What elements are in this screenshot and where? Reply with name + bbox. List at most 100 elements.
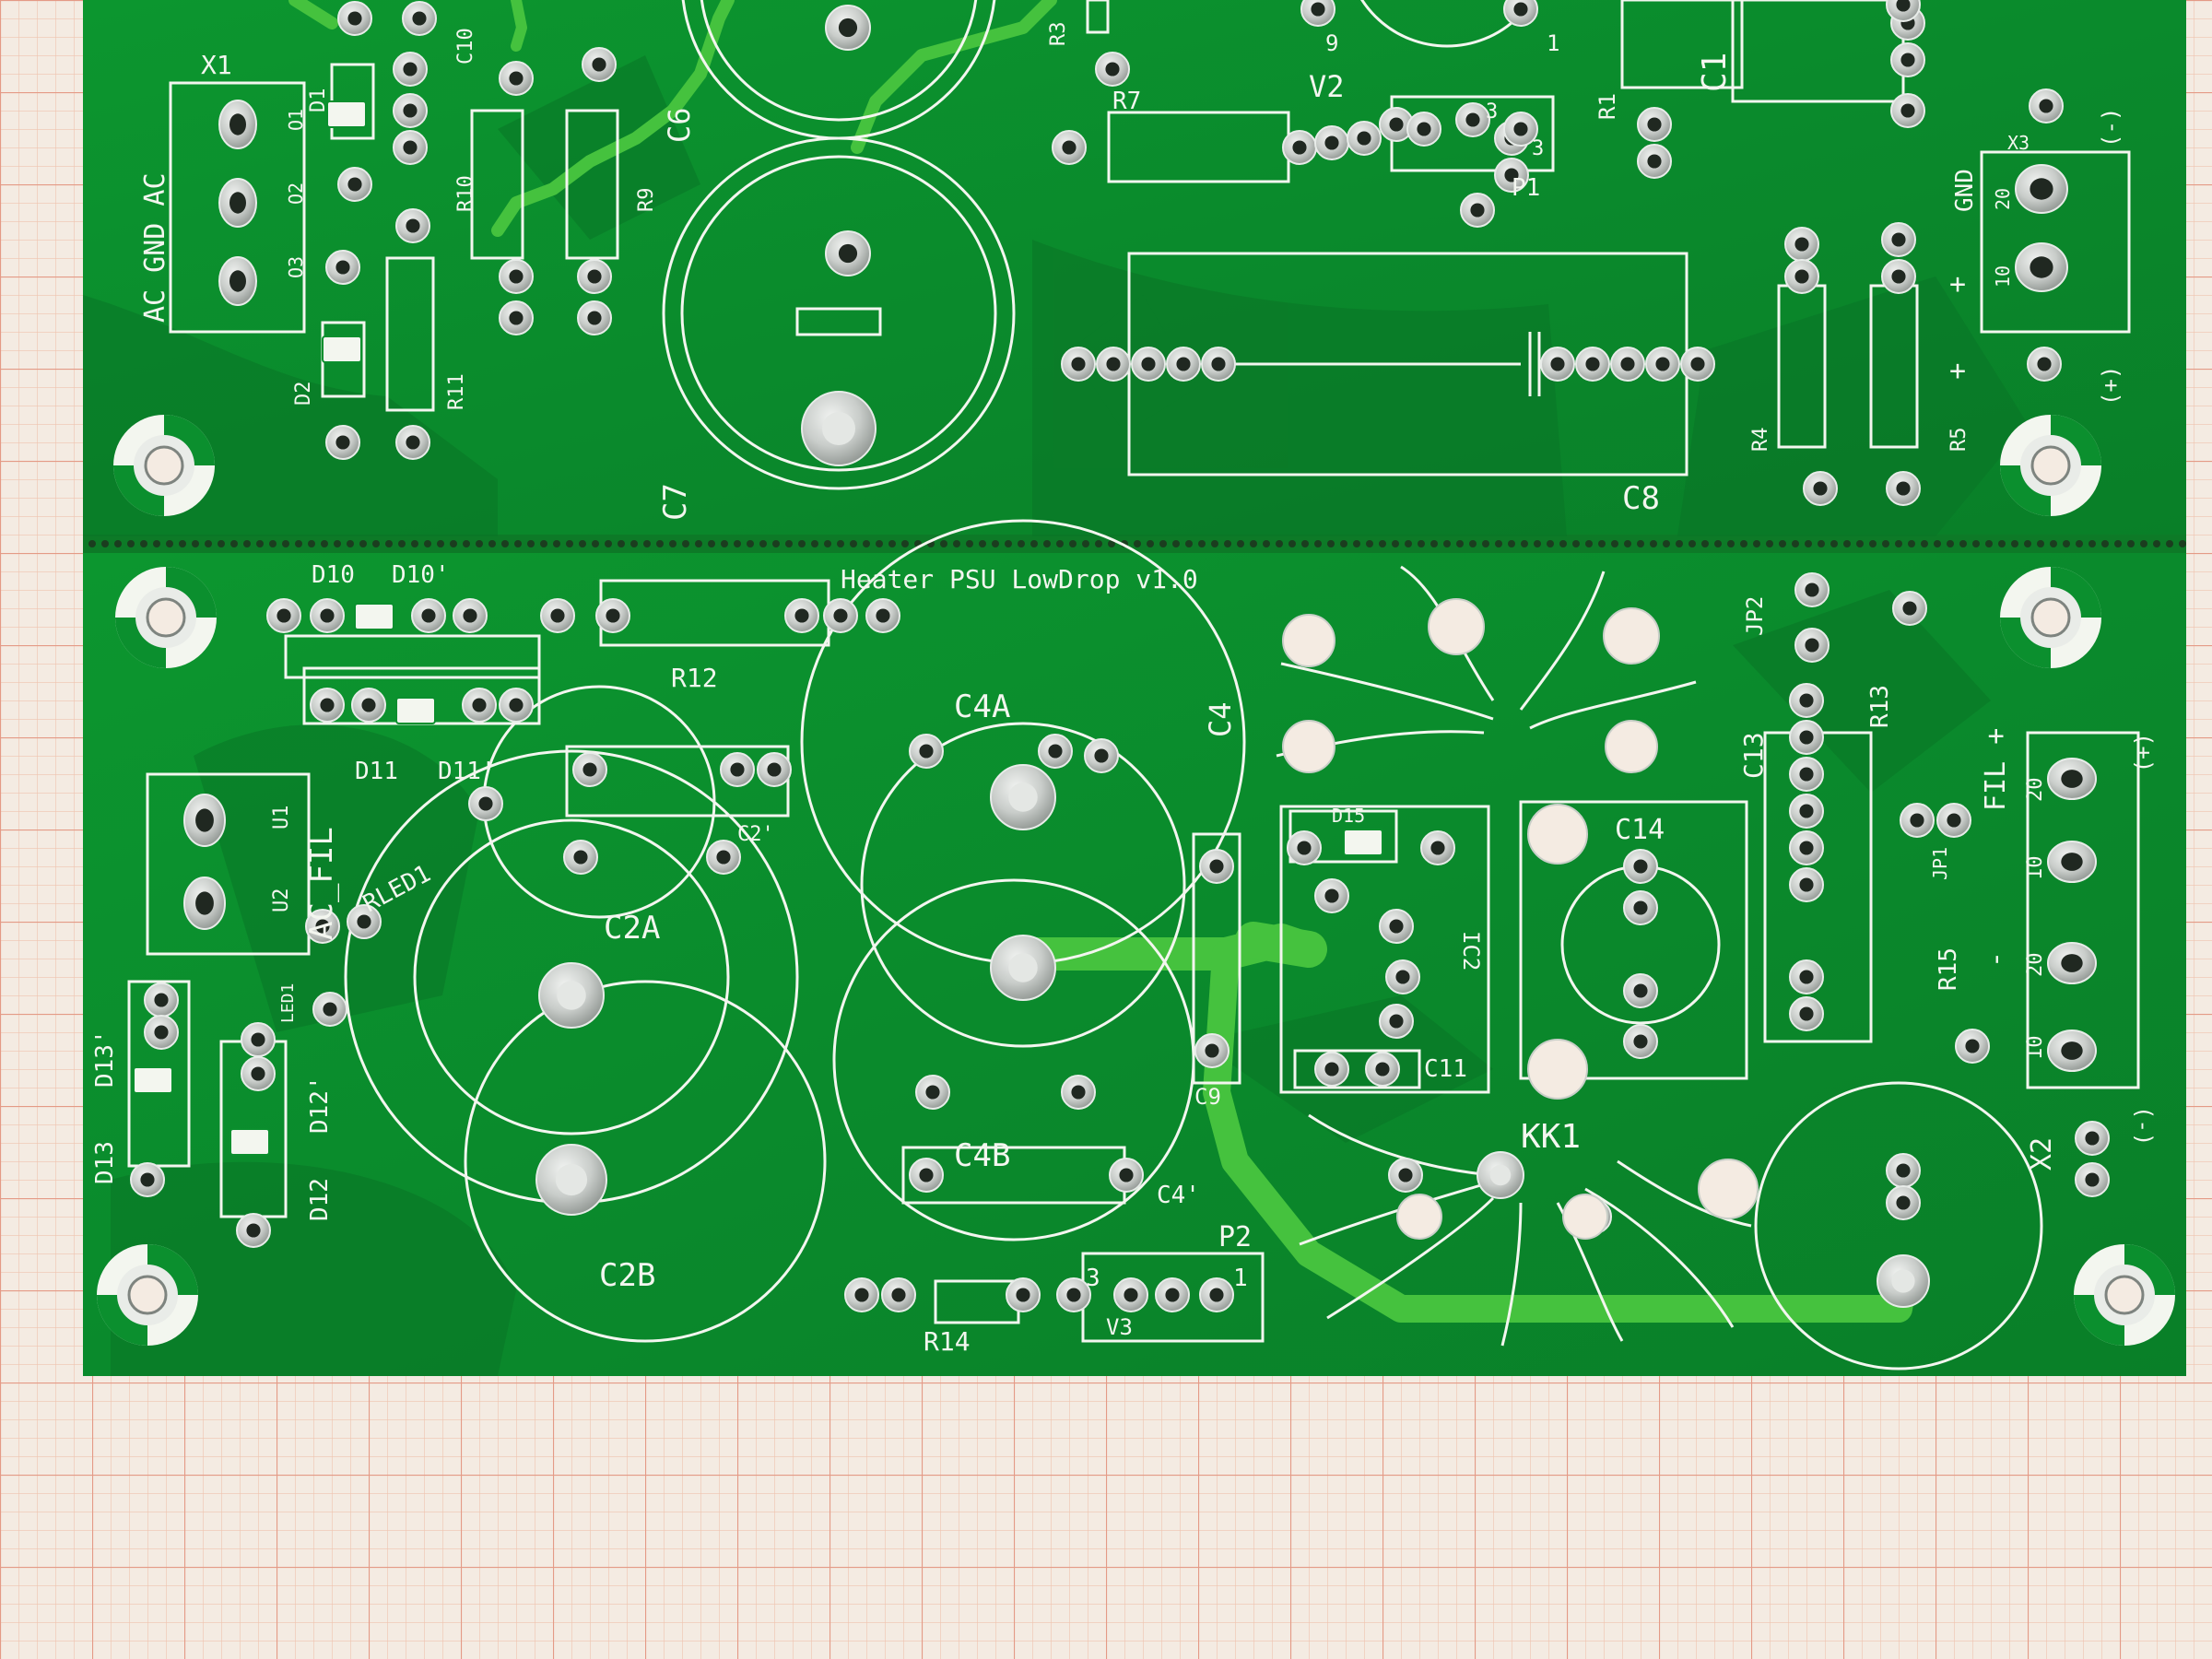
terminal-drill — [229, 192, 246, 214]
solder-pad — [909, 734, 944, 769]
label-ac-fil: AC_FIL — [303, 827, 340, 940]
solder-pad — [1886, 471, 1921, 506]
pad-drill — [472, 698, 487, 712]
pad-drill — [323, 1002, 337, 1017]
perforation-hole — [1727, 540, 1735, 547]
pad-drill — [1071, 1085, 1086, 1100]
solder-pad — [720, 752, 755, 787]
perforation-hole — [1185, 540, 1193, 547]
perforation-hole — [566, 540, 573, 547]
pad-drill — [140, 1172, 155, 1187]
solder-pad — [1388, 1158, 1423, 1193]
pad-drill — [276, 608, 291, 623]
perforation-hole — [398, 540, 406, 547]
pad-drill — [1947, 813, 1961, 828]
label-d2: D2 — [292, 382, 315, 406]
perforation-hole — [1985, 540, 1993, 547]
pad-drill — [1799, 804, 1814, 818]
perforation-hole — [966, 540, 973, 547]
solder-pad — [1096, 347, 1131, 382]
pad-drill — [1891, 269, 1906, 284]
pad-drill — [1389, 117, 1404, 132]
perforation-hole — [1856, 540, 1864, 547]
perforation-hole — [1095, 540, 1102, 547]
label-x2: X2 — [2026, 1137, 2058, 1171]
perforation-hole — [1624, 540, 1631, 547]
pad-drill — [320, 608, 335, 623]
pad-drill — [347, 177, 362, 192]
perforation-hole — [153, 540, 160, 547]
perforation-hole — [656, 540, 664, 547]
label-r5: R5 — [1947, 428, 1971, 453]
perforation-hole — [218, 540, 225, 547]
perforation-hole — [2037, 540, 2044, 547]
solder-pad — [499, 300, 534, 335]
pad-drill — [361, 698, 376, 712]
solder-pad — [1300, 0, 1335, 27]
heatsink-hole — [1698, 1159, 1759, 1219]
terminal-drill — [195, 891, 214, 915]
perforation-hole — [824, 540, 831, 547]
solder-pad — [1201, 347, 1236, 382]
diode-symbols — [133, 100, 1383, 1156]
perforation-hole — [295, 540, 302, 547]
solder-pad — [1166, 347, 1201, 382]
perforation-hole — [979, 540, 986, 547]
solder-pad — [1881, 259, 1916, 294]
terminal-pad — [2047, 942, 2097, 984]
solder-pad — [325, 250, 360, 285]
solder-pad — [1789, 757, 1824, 792]
solder-pad — [1789, 794, 1824, 829]
perforation-hole — [514, 540, 522, 547]
perforation-hole — [811, 540, 818, 547]
solder-pad — [236, 1213, 271, 1248]
solder-pad — [1540, 347, 1575, 382]
perforation-hole — [2153, 540, 2160, 547]
perforation-hole — [1147, 540, 1154, 547]
solder-pad — [823, 598, 858, 633]
label-c8: C8 — [1622, 480, 1660, 517]
label-d1: D1 — [307, 88, 330, 113]
perforation-hole — [1934, 540, 1941, 547]
perforation-hole — [1521, 540, 1528, 547]
perforation-hole — [992, 540, 999, 547]
pad-drill — [1799, 693, 1814, 708]
label-d13: D13 — [91, 1141, 119, 1184]
label-c11: C11 — [1424, 1055, 1467, 1083]
label-d15: D15 — [1332, 805, 1365, 827]
solder-pad — [1314, 125, 1349, 160]
pad-drill — [1896, 481, 1911, 496]
large-pad — [990, 764, 1056, 830]
perforation-hole — [1676, 540, 1683, 547]
pad-drill — [251, 1032, 265, 1047]
solder-pad — [1199, 849, 1234, 884]
pad-drill — [1324, 1062, 1339, 1077]
solder-pad — [1886, 0, 1921, 22]
solder-pad — [1420, 830, 1455, 865]
perforation-hole — [953, 540, 960, 547]
pad-drill — [1357, 131, 1371, 146]
pad-drill — [1297, 841, 1312, 855]
pad-drill — [1902, 601, 1917, 616]
perforation-hole — [1314, 540, 1322, 547]
pad-drill — [919, 744, 934, 759]
perforation-hole — [785, 540, 793, 547]
solder-pad — [1131, 347, 1166, 382]
pad-drill — [403, 103, 418, 118]
solder-pad — [1623, 1024, 1658, 1059]
solder-pad — [595, 598, 630, 633]
solder-pad — [915, 1075, 950, 1110]
perforation-hole — [2114, 540, 2122, 547]
perforation-hole — [876, 540, 883, 547]
pad-drill — [716, 850, 731, 865]
solder-pad — [1379, 909, 1414, 944]
solder-pad — [351, 688, 386, 723]
perforation-hole — [695, 540, 702, 547]
mounting-hole — [2000, 567, 2101, 668]
perforation-hole — [1650, 540, 1657, 547]
pad-drill — [315, 919, 330, 934]
label-c1: C1 — [1696, 53, 1734, 92]
solder-pad — [1455, 102, 1490, 137]
pad-drill — [1805, 638, 1819, 653]
terminal-drill — [2030, 256, 2053, 278]
